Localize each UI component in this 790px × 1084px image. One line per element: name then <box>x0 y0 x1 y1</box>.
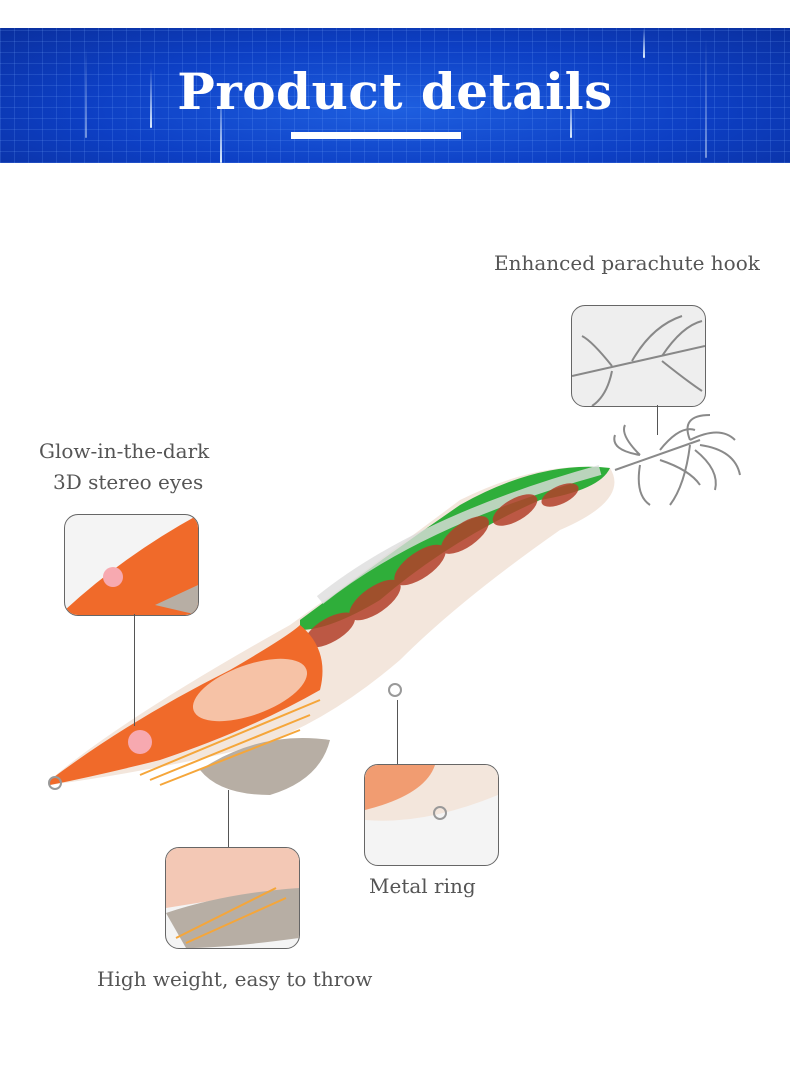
lure-feathers <box>139 699 321 786</box>
title-underline <box>291 132 461 139</box>
light-streak <box>150 68 152 128</box>
hook-label: Enhanced parachute hook <box>494 251 760 275</box>
metal-ring-icon <box>388 683 402 697</box>
hook-callout-line <box>657 405 658 435</box>
hook-detail-box <box>571 305 706 407</box>
weight-detail-box <box>165 847 300 949</box>
lure-body-stripes <box>305 483 579 648</box>
lure-head-highlight <box>192 658 308 722</box>
eyes-label-line1: Glow-in-the-dark <box>39 439 210 463</box>
ring-closeup-image <box>365 765 498 821</box>
eye-icon <box>128 730 152 754</box>
eyes-detail-box <box>64 514 199 616</box>
page-title: Product details <box>177 62 613 121</box>
eyes-label-line2: 3D stereo eyes <box>53 470 204 494</box>
light-streak <box>220 88 222 163</box>
light-streak <box>705 38 707 158</box>
eyes-closeup-image <box>65 515 198 615</box>
parachute-hook-icon <box>613 414 741 506</box>
hook-closeup-image <box>572 315 705 406</box>
sinker-weight <box>200 738 330 795</box>
lure-glitter-stripe <box>316 465 602 604</box>
weight-callout-line <box>228 790 229 847</box>
ring-label: Metal ring <box>369 874 476 898</box>
light-streak <box>570 88 572 138</box>
nose-ring-icon <box>48 776 62 790</box>
light-streak <box>643 28 645 58</box>
weight-label: High weight, easy to throw <box>97 967 373 991</box>
light-streak <box>85 48 87 138</box>
weight-closeup-image <box>166 848 299 948</box>
ring-callout-line <box>397 700 398 764</box>
ring-detail-box <box>364 764 499 866</box>
header-banner: Product details <box>0 28 790 163</box>
eyes-callout-line <box>134 614 135 726</box>
